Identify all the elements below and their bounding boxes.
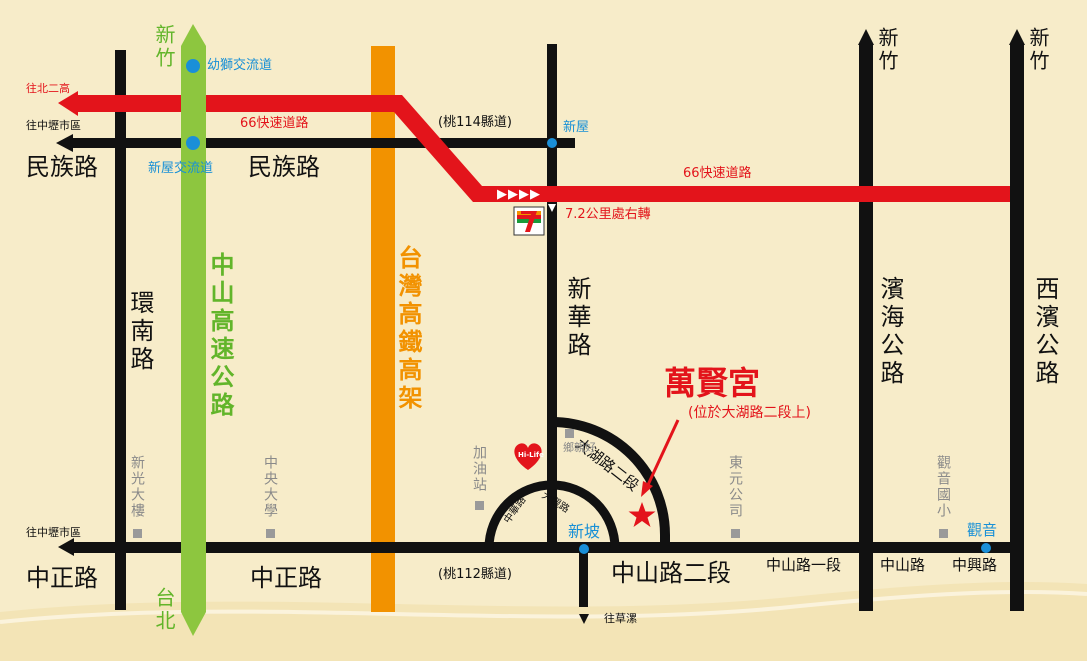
xinpo-label: 新坡 [568,522,601,541]
hilife-heart-icon [514,443,542,470]
xibin-name: 西濱公路 [1031,276,1059,388]
caota-label: 往草漯 [604,612,637,625]
minzu-to-label: 往中壢市區 [26,119,81,132]
zhongshan-highway [181,46,206,612]
dongyuan-marker [731,529,740,538]
xinhua-name: 新華路 [563,276,591,360]
temple-name: 萬賢宮 [664,364,761,402]
zhongyang-marker [266,529,275,538]
hilife-shop-marker [565,429,574,438]
huannan-road [115,50,126,610]
highway-arrow-north [181,24,206,46]
highway-arrow-south [181,612,206,636]
caota-arrow [579,614,589,624]
expressway-name-left: 66快速道路 [240,116,309,131]
interchange-mid-label: 新屋交流道 [148,161,214,176]
minzu-name-right: 民族路 [248,153,320,181]
turn-down-arrow [548,204,556,212]
minzu-arrow [56,134,73,152]
caota-road [579,552,588,607]
guanyin-label: 觀音 [967,521,998,539]
expressway-arrow [58,91,78,116]
xibin-arrow-north [1009,29,1025,45]
interchange-top-dot [186,59,200,73]
binhai-road [859,45,873,611]
landmark-dongyuan: 東元公司 [727,455,743,519]
highway-name: 中山高速公路 [206,252,234,420]
zhongzheng-county-road: (桃112縣道) [438,567,512,582]
xinguang-marker [133,529,142,538]
xibin-north-label: 新竹 [1026,27,1050,73]
zhongzheng-to-label: 往中壢市區 [26,526,81,539]
temple-pointer-line [645,419,680,488]
interchange-top-label: 幼獅交流道 [207,58,273,73]
hsr-name: 台灣高鐵高架 [394,245,422,413]
turn-note: 7.2公里處右轉 [565,207,651,222]
binhai-arrow-north [858,29,874,45]
xinhua-road [547,44,557,553]
zhongshan-seg2: 中山路二段 [611,559,731,587]
zhongzheng-road [73,542,1010,553]
dahu-road-arc [551,417,670,548]
xinwu-dot [547,138,557,148]
landmark-gas-station: 加油站 [471,445,487,493]
binhai-north-label: 新竹 [875,27,899,73]
xibin-road [1010,45,1024,611]
temple-note: (位於大湖路二段上) [688,405,811,421]
convenience-store-logo [513,206,545,236]
guanyin-dot [981,543,991,553]
landmark-xinguang: 新光大樓 [129,455,145,519]
binhai-name: 濱海公路 [876,276,904,388]
zhongzheng-arrow [58,538,74,556]
zhongzheng-name-mid: 中正路 [250,564,322,592]
minzu-county-road: (桃114縣道) [438,115,512,130]
expressway-direction-arrows: ▶▶▶▶ [497,187,541,202]
zhongshan-road: 中山路 [880,556,926,574]
expressway-66 [77,95,1010,202]
xinwu-label: 新屋 [563,120,590,135]
expressway-to-label: 往北二高 [26,82,70,95]
expressway-name-right: 66快速道路 [683,166,752,181]
hilife-logo-text: Hi-Life [518,451,544,459]
guanyin-school-marker [939,529,948,538]
highway-north-label: 新竹 [152,24,176,70]
minzu-road [73,138,575,148]
gas-marker [475,501,484,510]
zhongzheng-name-left: 中正路 [26,564,98,592]
temple-pointer-head [641,481,653,497]
interchange-mid-dot [186,136,200,150]
temple-star-icon [628,502,656,527]
landmark-zhongyang: 中央大學 [262,455,278,519]
hsr-viaduct [371,46,395,612]
landmark-guanyin-school: 觀音國小 [935,455,951,519]
small-loop-road-left [484,480,620,549]
minzu-name-left: 民族路 [26,153,98,181]
huannan-name: 環南路 [126,290,154,374]
zhongxing-road: 中興路 [952,556,998,574]
highway-south-label: 台北 [152,587,176,633]
bottom-wave-decoration [0,581,1087,661]
landmark-hilife-shop: 鄉親好 [563,441,596,454]
zhongshan-seg1: 中山路一段 [766,556,842,574]
xinpo-dot [579,544,589,554]
